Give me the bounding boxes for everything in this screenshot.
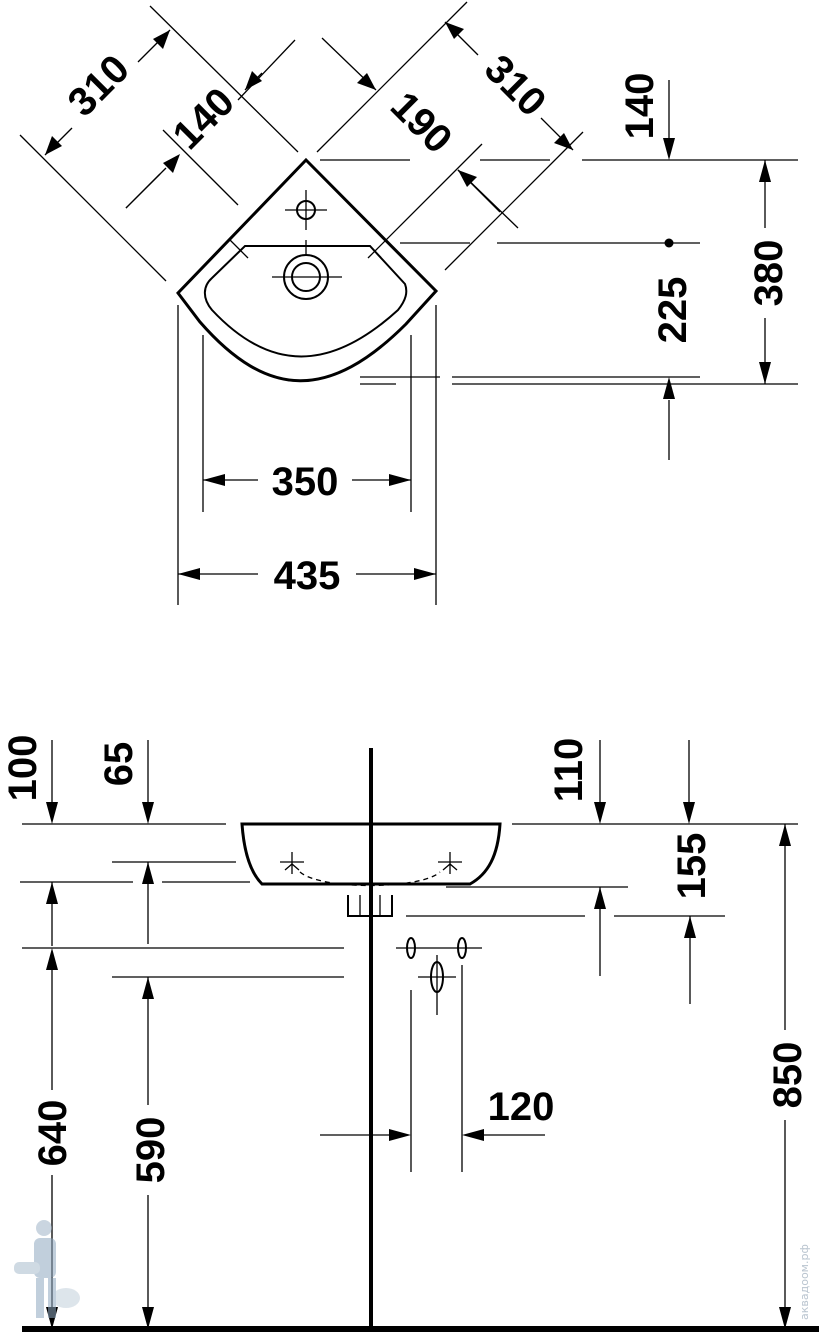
dim-190: 190 — [382, 84, 460, 162]
watermark-site: аквадоом.рф — [798, 1244, 811, 1320]
dim-120: 120 — [488, 1085, 555, 1129]
dim-850: 850 — [766, 1042, 810, 1109]
dim-110: 110 — [547, 738, 591, 803]
siphon-stub — [347, 895, 393, 917]
basin-outline-top — [176, 157, 439, 383]
dim-310-right: 310 — [476, 47, 554, 125]
dim-380: 380 — [747, 240, 791, 307]
dim-140-top: 140 — [618, 73, 662, 140]
tap-symbol-right — [438, 852, 462, 874]
tap-symbol-left — [280, 852, 304, 874]
dim-225: 225 — [651, 277, 695, 344]
top-view: 310 140 310 190 140 225 380 350 435 — [19, 1, 798, 605]
basin-body-side — [240, 822, 502, 886]
dim-590: 590 — [129, 1117, 173, 1184]
basin-bowl-top — [203, 245, 408, 358]
dim-100: 100 — [1, 735, 45, 802]
dim-310-left: 310 — [60, 47, 138, 125]
dim-640: 640 — [31, 1100, 75, 1167]
dim-435: 435 — [274, 554, 341, 598]
dim-155: 155 — [670, 833, 714, 900]
dim-350: 350 — [272, 460, 339, 504]
dim-65: 65 — [97, 742, 141, 787]
side-view: 100 65 110 155 640 590 120 850 — [1, 735, 819, 1332]
dim-140-left: 140 — [165, 80, 243, 158]
plumber-mascot — [14, 1220, 80, 1318]
